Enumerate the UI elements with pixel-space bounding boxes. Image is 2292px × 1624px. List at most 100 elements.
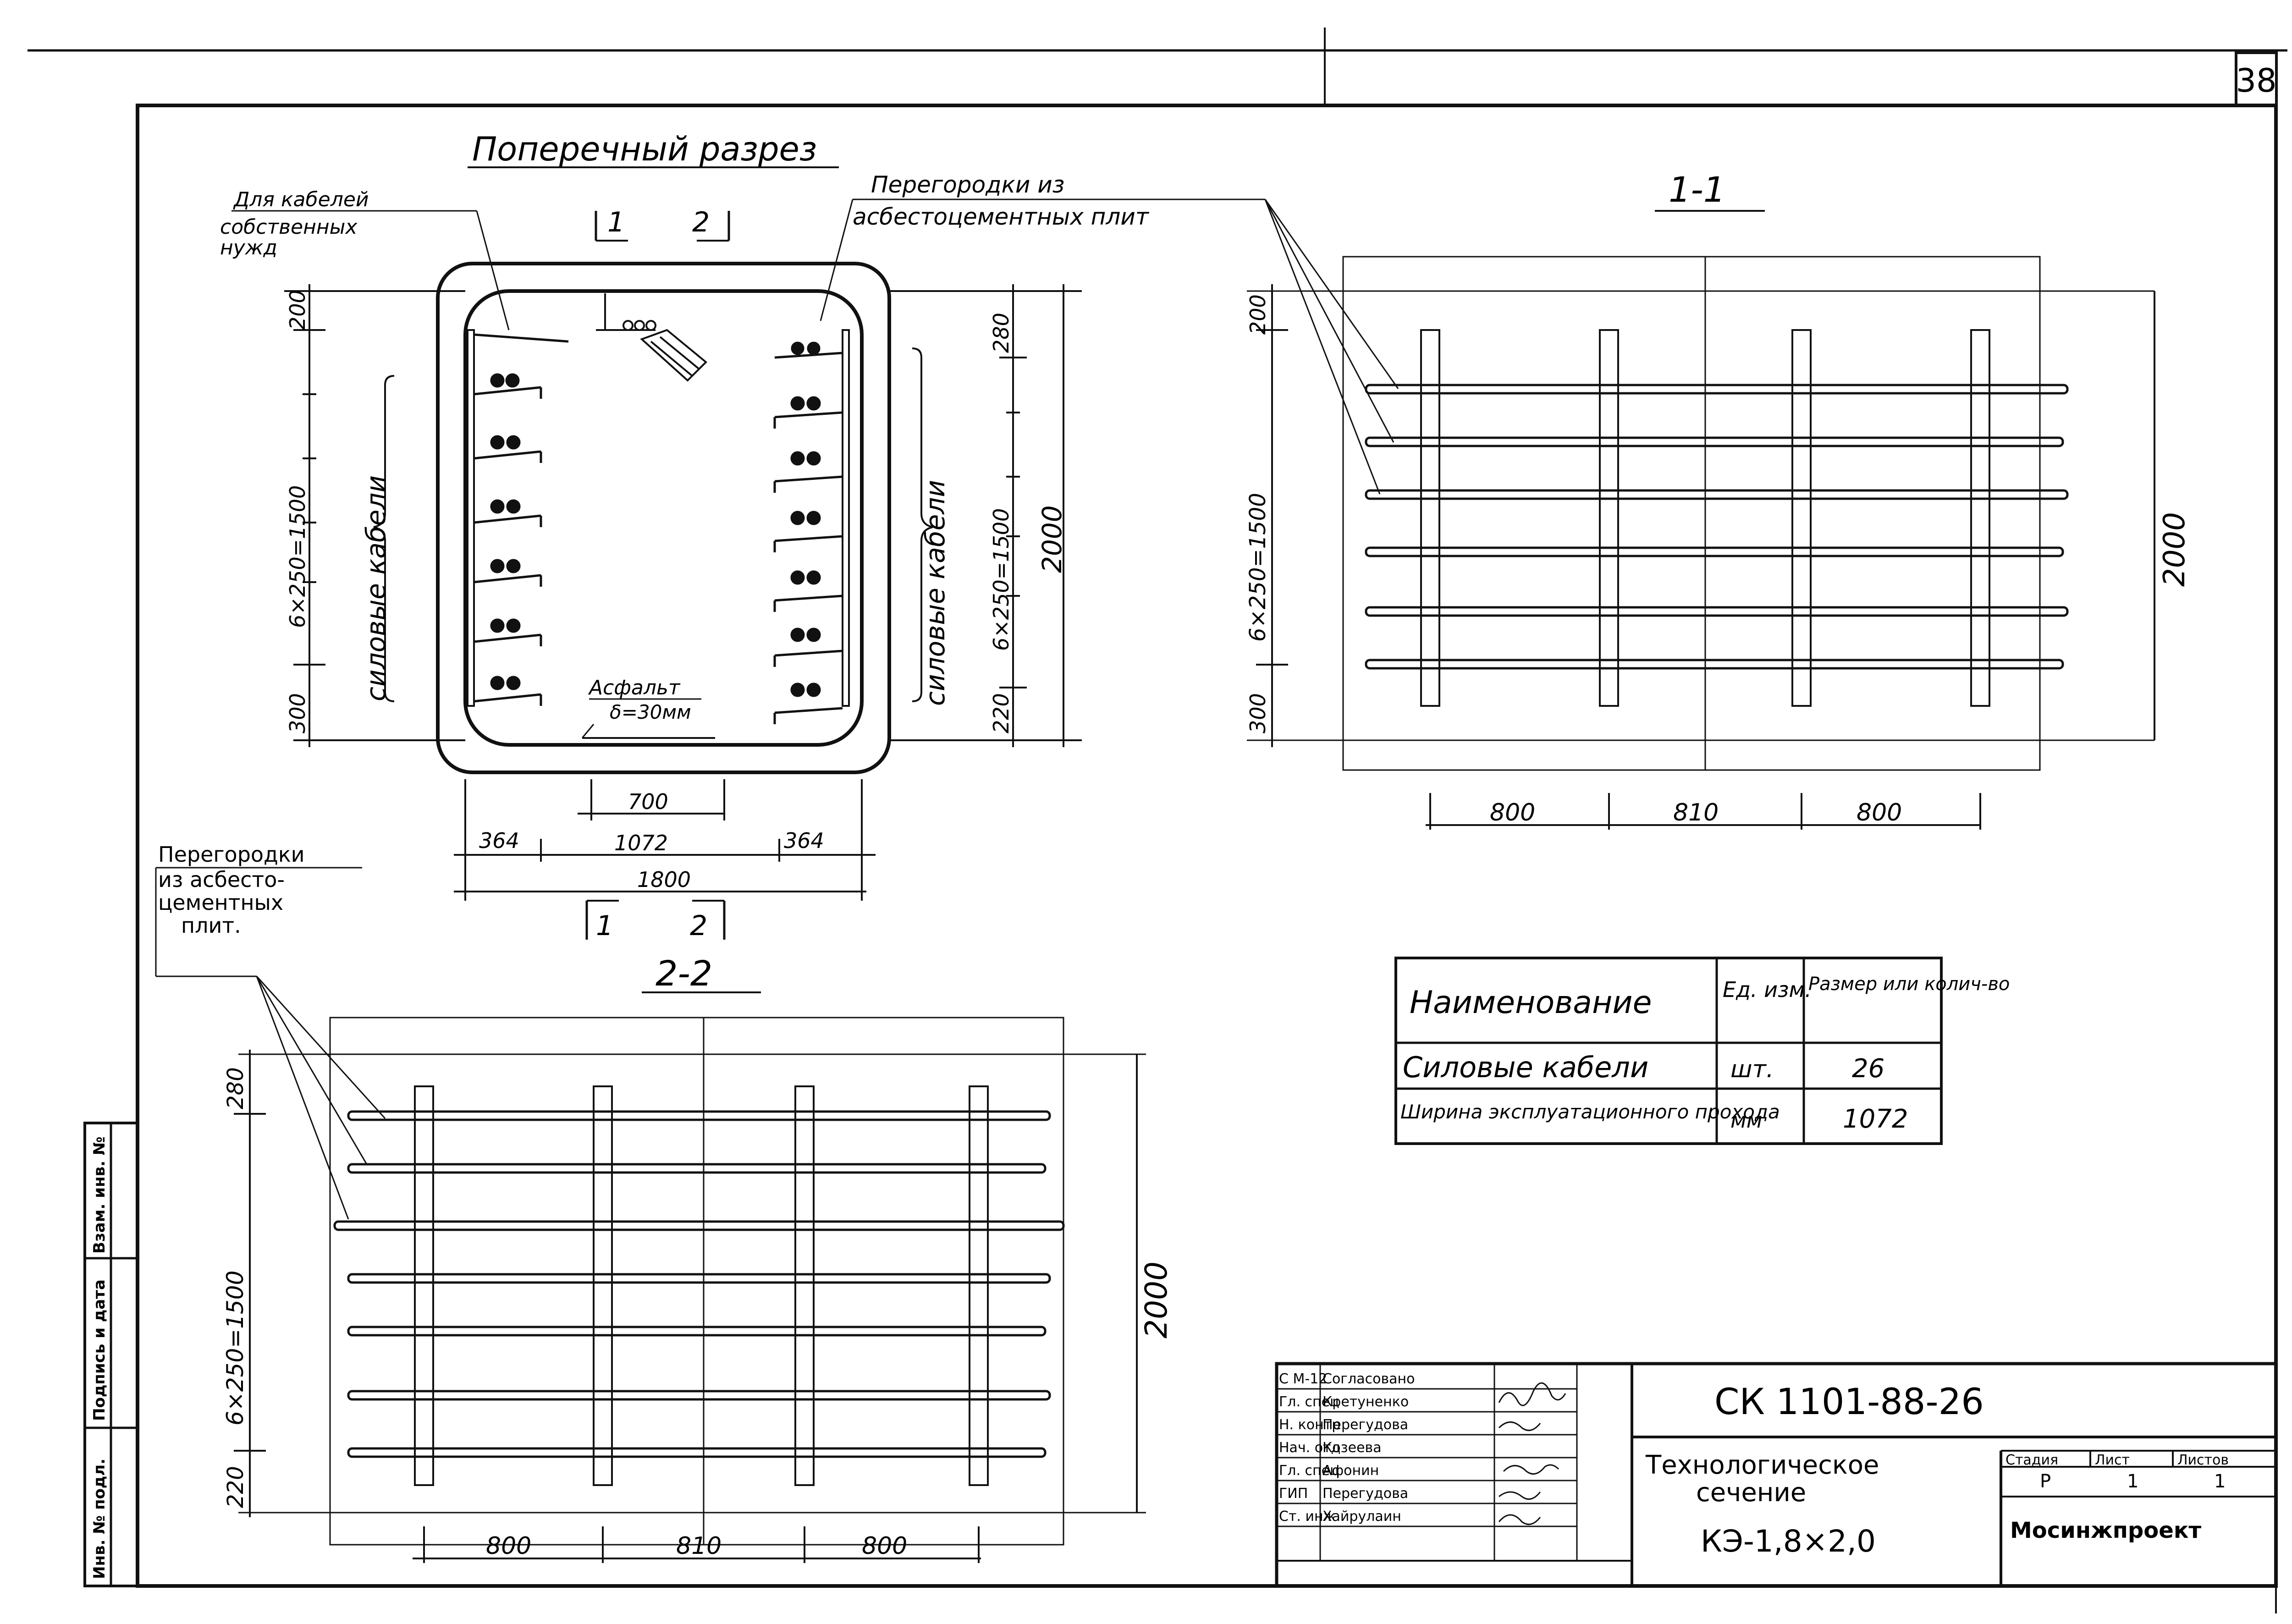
tunnel-inner-contour bbox=[463, 289, 864, 747]
stage-value: Р bbox=[2040, 1471, 2051, 1492]
signature-mark bbox=[1498, 1514, 1541, 1525]
spec-row-1-name: Силовые кабели bbox=[1403, 1051, 1648, 1084]
s22-dim-left-220: 220 bbox=[223, 1466, 248, 1508]
dim-bottom-1800: 1800 bbox=[637, 867, 691, 892]
section-1-1-title: 1-1 bbox=[1669, 169, 1725, 210]
stage-header: Стадия bbox=[2006, 1452, 2058, 1468]
section-mark-1-top: 1 bbox=[607, 206, 625, 238]
own-needs-label-3: нужд bbox=[220, 236, 277, 259]
s22-dim-810: 810 bbox=[676, 1532, 722, 1560]
dim-left-1500: 6×250=1500 bbox=[285, 485, 310, 628]
spec-header-unit: Ед. изм. bbox=[1723, 977, 1812, 1002]
signer-6-role: ГИП bbox=[1279, 1486, 1308, 1502]
drawing-title-line-3: КЭ-1,8×2,0 bbox=[1701, 1524, 1876, 1559]
spec-header-name: Наименование bbox=[1410, 985, 1652, 1021]
dim-right-2000: 2000 bbox=[1036, 505, 1068, 573]
signature-mark bbox=[1498, 1382, 1566, 1406]
s22-dim-right-2000: 2000 bbox=[1139, 1261, 1174, 1338]
sheet-value: 1 bbox=[2127, 1471, 2138, 1492]
section-1-1-view: 1-1 bbox=[1245, 169, 2192, 830]
drawing-code: СК 1101-88-26 bbox=[1714, 1382, 1984, 1423]
signer-4-name: Козеева bbox=[1322, 1440, 1382, 1456]
cross-section-view: Поперечный разрез bbox=[220, 130, 1265, 942]
spec-header-size: Размер или колич-во bbox=[1808, 974, 2010, 995]
s22-dim-left-1500: 6×250=1500 bbox=[222, 1271, 248, 1426]
sheet-number: 38 bbox=[2236, 62, 2276, 99]
s11-dim-left-300: 300 bbox=[1245, 693, 1270, 733]
signer-3-role: Н. контр bbox=[1279, 1417, 1340, 1433]
signer-7-name: Хайрулаин bbox=[1322, 1508, 1401, 1525]
asphalt-thickness-label: δ=30мм bbox=[610, 701, 691, 723]
tunnel-outer-wall bbox=[436, 262, 891, 774]
sheet-header: Лист bbox=[2095, 1452, 2130, 1468]
spec-row-2-unit: мм bbox=[1730, 1108, 1762, 1133]
signature-mark bbox=[1498, 1421, 1541, 1431]
dim-bottom-1072: 1072 bbox=[614, 831, 668, 855]
title-block: С М-12 Согласовано Гл. спец Кретуненко Н… bbox=[1275, 1362, 2278, 1588]
dim-right-280: 280 bbox=[989, 313, 1014, 353]
s11-dim-left-200: 200 bbox=[1245, 294, 1270, 335]
stamp-signature-date: Подпись и дата bbox=[90, 1279, 109, 1421]
left-partition-plate bbox=[467, 329, 475, 707]
s22-dim-left-280: 280 bbox=[223, 1067, 248, 1109]
drawing-frame bbox=[136, 104, 2278, 1588]
section-2-2-title: 2-2 bbox=[656, 953, 712, 994]
side-stamp: Инв. № подл. Подпись и дата Взам. инв. № bbox=[83, 1122, 139, 1587]
spec-table: Наименование Ед. изм. Размер или колич-в… bbox=[1394, 957, 2010, 1145]
power-cables-label-right: силовые кабели bbox=[920, 480, 951, 706]
signer-1-role: С М-12 bbox=[1279, 1371, 1327, 1387]
s22-dim-800-right: 800 bbox=[862, 1532, 907, 1560]
drawing-title-line-1: Технологическое bbox=[1645, 1450, 1879, 1480]
dim-right-1500: 6×250=1500 bbox=[989, 508, 1014, 651]
dim-right-220: 220 bbox=[989, 693, 1014, 733]
spec-row-1-unit: шт. bbox=[1730, 1056, 1774, 1083]
left-cable-racks bbox=[474, 333, 569, 706]
stamp-replace-inv: Взам. инв. № bbox=[90, 1136, 109, 1254]
own-needs-label-1: Для кабелей bbox=[233, 188, 369, 211]
dim-bottom-364-right: 364 bbox=[784, 828, 824, 853]
s22-partitions-label-3: цементных bbox=[158, 890, 283, 915]
signer-4-role: Нач. отд bbox=[1279, 1440, 1340, 1456]
s11-dim-right-2000: 2000 bbox=[2158, 512, 2192, 587]
section-mark-2-top: 2 bbox=[692, 206, 710, 238]
signer-1-name: Согласовано bbox=[1322, 1371, 1415, 1387]
s22-partitions-label-1: Перегородки bbox=[158, 842, 305, 867]
spec-row-2-value: 1072 bbox=[1843, 1104, 1908, 1134]
signer-2-name: Кретуненко bbox=[1322, 1394, 1409, 1410]
s22-partitions-label-4: плит. bbox=[181, 913, 241, 938]
signature-mark bbox=[1503, 1464, 1559, 1475]
signer-3-name: Перегудова bbox=[1322, 1417, 1408, 1433]
s22-dim-800-left: 800 bbox=[486, 1532, 531, 1560]
s11-dim-810: 810 bbox=[1673, 799, 1719, 826]
signer-7-role: Ст. инж bbox=[1279, 1508, 1336, 1525]
s11-dim-800-left: 800 bbox=[1490, 799, 1535, 826]
organization-name: Мосинжпроект bbox=[2010, 1518, 2201, 1543]
dim-left-200: 200 bbox=[285, 290, 310, 330]
dim-bottom-700: 700 bbox=[628, 789, 668, 814]
asphalt-label: Асфальт bbox=[588, 676, 681, 699]
lamp-icon bbox=[596, 293, 707, 382]
spec-row-1-value: 26 bbox=[1852, 1054, 1884, 1084]
signer-5-name: Афонин bbox=[1322, 1463, 1379, 1479]
signer-2-role: Гл. спец bbox=[1279, 1394, 1339, 1410]
right-cable-racks bbox=[773, 341, 843, 724]
section-2-2-view: 2-2 Перегородки из асбесто- цементных пл… bbox=[155, 842, 1174, 1563]
sheets-header: Листов bbox=[2177, 1452, 2229, 1468]
s11-dim-800-right: 800 bbox=[1857, 799, 1902, 826]
power-cables-label-left: силовые кабели bbox=[360, 475, 391, 701]
dim-left-300: 300 bbox=[285, 693, 310, 733]
signature-mark bbox=[1499, 1491, 1541, 1500]
own-needs-label-2: собственных bbox=[220, 215, 358, 239]
signer-5-role: Гл. спец bbox=[1279, 1463, 1339, 1479]
spec-row-2-name: Ширина эксплуатационного прохода bbox=[1400, 1101, 1780, 1123]
s11-dim-left-1500: 6×250=1500 bbox=[1245, 493, 1271, 642]
sheet-number-box bbox=[2235, 51, 2278, 107]
partitions-label-2: асбестоцементных плит bbox=[853, 204, 1150, 230]
signer-6-name: Перегудова bbox=[1322, 1486, 1408, 1502]
stamp-inv-no: Инв. № подл. bbox=[90, 1459, 109, 1579]
drawing-title-line-2: сечение bbox=[1696, 1478, 1806, 1508]
s22-partitions-label-2: из асбесто- bbox=[158, 867, 285, 892]
partitions-label-1: Перегородки из bbox=[871, 171, 1064, 198]
right-partition-plate bbox=[842, 329, 850, 707]
